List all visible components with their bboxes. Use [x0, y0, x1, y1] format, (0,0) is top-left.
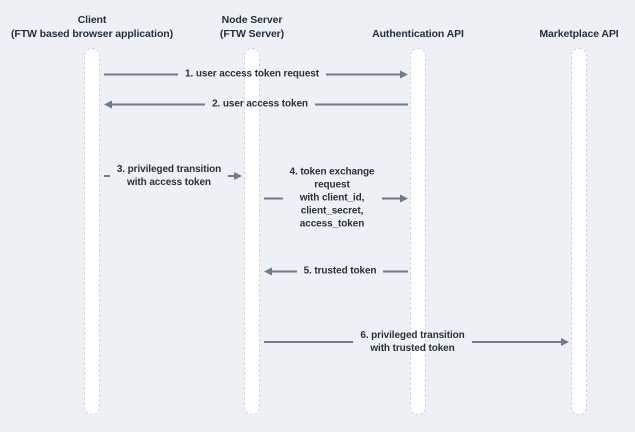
message-label-line: 5. trusted token — [303, 265, 377, 277]
message-6-label: 6. privileged transition with trusted tok… — [353, 329, 471, 355]
message-label-line: request — [314, 179, 350, 191]
message-5-arrow: 5. trusted token — [264, 265, 409, 278]
message-label-line: 4. token exchange — [289, 166, 375, 178]
actor-subtitle: (FTW Server) — [219, 28, 285, 40]
actor-header-marketplace-api: Marketplace API — [469, 7, 635, 41]
message-line-segment — [228, 175, 235, 177]
message-label-line: 3. privileged transition — [116, 164, 222, 175]
message-line-segment — [264, 341, 354, 343]
message-label-line: with trusted token — [370, 343, 455, 354]
actor-title: Client — [77, 14, 107, 26]
message-line-segment — [104, 73, 179, 75]
message-label-line: access_token — [299, 218, 365, 230]
lifeline-marketplace-api — [571, 48, 587, 415]
arrowhead-icon — [234, 172, 243, 180]
message-label-line: with client_id, — [299, 192, 365, 204]
message-5-label: 5. trusted token — [297, 265, 384, 278]
message-label-line: client_secret, — [300, 205, 364, 217]
arrowhead-icon — [400, 194, 408, 202]
message-line-segment — [112, 103, 206, 105]
message-label-line: 2. user access token — [212, 98, 308, 110]
actor-title: Authentication API — [372, 28, 464, 40]
message-label-line: 1. user access token request — [185, 68, 319, 80]
message-line-segment — [325, 73, 401, 75]
message-line-segment — [471, 341, 562, 343]
lifeline-authentication-api — [410, 48, 426, 415]
message-3-arrow: 3. privileged transition with access toke… — [104, 163, 243, 189]
message-2-label: 2. user access token — [205, 98, 315, 111]
actor-header-client: Client (FTW based browser application) — [0, 7, 202, 41]
message-line-segment — [383, 270, 409, 272]
actor-header-authentication-api: Authentication API — [308, 7, 528, 41]
actor-subtitle: (FTW based browser application) — [11, 28, 173, 40]
message-1-arrow: 1. user access token request — [104, 68, 409, 81]
arrowhead-icon — [104, 100, 112, 108]
arrowhead-icon — [561, 338, 570, 346]
message-line-segment — [264, 197, 283, 199]
message-line-segment — [104, 175, 110, 177]
actor-title: Node Server — [221, 14, 283, 26]
message-line-segment — [314, 103, 408, 105]
message-3-label: 3. privileged transition with access toke… — [110, 163, 228, 189]
lifeline-node-server — [244, 48, 260, 415]
message-6-arrow: 6. privileged transition with trusted tok… — [264, 329, 570, 355]
message-label-line: with access token — [127, 177, 211, 188]
message-1-label: 1. user access token request — [178, 68, 326, 81]
message-line-segment — [381, 197, 400, 199]
message-label-line: 6. privileged transition — [360, 330, 465, 341]
message-2-arrow: 2. user access token — [104, 98, 408, 111]
arrowhead-icon — [264, 267, 272, 275]
arrowhead-icon — [400, 70, 409, 78]
message-line-segment — [272, 270, 297, 272]
actor-title: Marketplace API — [539, 28, 619, 40]
actor-header-node-server: Node Server (FTW Server) — [142, 7, 362, 41]
lifeline-client — [84, 48, 100, 415]
